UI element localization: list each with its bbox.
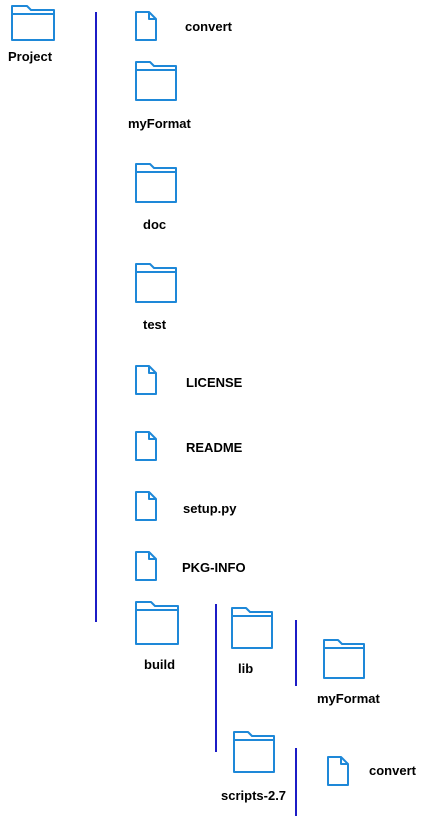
- license-file-node[interactable]: [134, 364, 158, 396]
- lib-myformat-folder-node[interactable]: [322, 638, 366, 680]
- test-label: test: [143, 317, 167, 332]
- lib-myformat-label: myFormat: [317, 691, 380, 706]
- file-icon: [134, 10, 158, 42]
- setup-py-label: setup.py: [183, 501, 237, 516]
- doc-label: doc: [143, 217, 167, 232]
- scripts-label: scripts-2.7: [221, 788, 287, 803]
- project-connector-line: [95, 12, 97, 622]
- lib-label: lib: [238, 661, 254, 676]
- project-folder-node[interactable]: [10, 4, 56, 42]
- scripts-convert-label: convert: [369, 763, 416, 778]
- folder-icon: [134, 262, 178, 304]
- lib-folder-node[interactable]: [230, 606, 274, 650]
- build-connector-line: [215, 604, 217, 752]
- folder-icon: [232, 730, 276, 774]
- project-label: Project: [8, 49, 53, 64]
- readme-label: README: [186, 440, 243, 455]
- build-folder-node[interactable]: [134, 600, 180, 646]
- readme-file-node[interactable]: [134, 430, 158, 462]
- folder-icon: [230, 606, 274, 650]
- folder-icon: [134, 600, 180, 646]
- test-folder-node[interactable]: [134, 262, 178, 304]
- scripts-convert-file-node[interactable]: [326, 755, 350, 787]
- convert-file-node[interactable]: [134, 10, 158, 42]
- file-icon: [134, 364, 158, 396]
- scripts-connector-line: [295, 748, 297, 816]
- scripts-folder-node[interactable]: [232, 730, 276, 774]
- file-icon: [134, 550, 158, 582]
- myformat-label: myFormat: [128, 116, 191, 131]
- convert-label: convert: [185, 19, 232, 34]
- myformat-folder-node[interactable]: [134, 60, 178, 102]
- folder-icon: [322, 638, 366, 680]
- pkg-info-file-node[interactable]: [134, 550, 158, 582]
- file-icon: [134, 490, 158, 522]
- file-icon: [134, 430, 158, 462]
- build-label: build: [144, 657, 176, 672]
- pkg-info-label: PKG-INFO: [182, 560, 246, 575]
- license-label: LICENSE: [186, 375, 243, 390]
- folder-icon: [134, 60, 178, 102]
- setup-py-file-node[interactable]: [134, 490, 158, 522]
- folder-icon: [10, 4, 56, 42]
- file-icon: [326, 755, 350, 787]
- doc-folder-node[interactable]: [134, 162, 178, 204]
- lib-connector-line: [295, 620, 297, 686]
- folder-icon: [134, 162, 178, 204]
